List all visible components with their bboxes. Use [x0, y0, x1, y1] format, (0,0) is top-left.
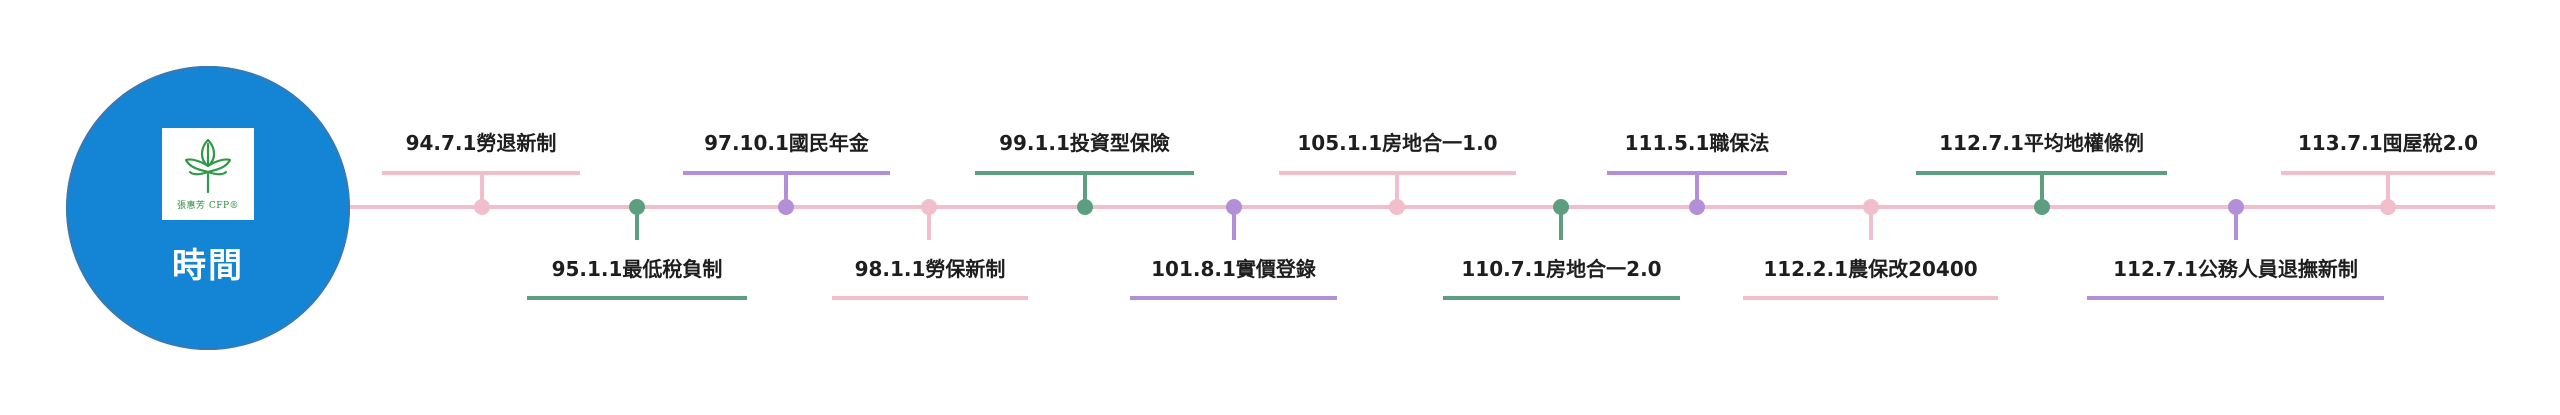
event-underline: [2087, 296, 2384, 300]
event-connector: [1695, 173, 1699, 207]
event-node: [629, 199, 645, 215]
event-connector: [2234, 207, 2238, 240]
event-connector: [2040, 173, 2044, 207]
event-label: 95.1.1最低稅負制: [551, 257, 723, 281]
event-connector: [1395, 173, 1399, 207]
timeline-hub: 張惠芳 CFP® 時間: [66, 66, 350, 350]
event-underline: [1130, 296, 1337, 300]
event-node: [921, 199, 937, 215]
event-connector: [480, 173, 484, 207]
event-node: [1389, 199, 1405, 215]
event-underline: [832, 296, 1028, 300]
event-label: 111.5.1職保法: [1624, 131, 1770, 155]
event-node: [2034, 199, 2050, 215]
event-label: 112.2.1農保改20400: [1763, 257, 1978, 281]
event-label: 97.10.1國民年金: [704, 131, 869, 155]
event-connector: [784, 173, 788, 207]
timeline-axis: [350, 205, 2495, 209]
event-node: [1553, 199, 1569, 215]
event-label: 112.7.1公務人員退撫新制: [2113, 257, 2358, 281]
event-connector: [1559, 207, 1563, 240]
event-node: [1863, 199, 1879, 215]
event-connector: [1869, 207, 1873, 240]
event-label: 113.7.1囤屋稅2.0: [2297, 131, 2479, 155]
event-connector: [1083, 173, 1087, 207]
event-node: [1689, 199, 1705, 215]
event-node: [1077, 199, 1093, 215]
event-underline: [1443, 296, 1680, 300]
event-node: [474, 199, 490, 215]
logo-text: 張惠芳 CFP®: [176, 201, 240, 211]
hub-title: 時間: [172, 246, 244, 286]
event-label: 112.7.1平均地權條例: [1939, 131, 2144, 155]
event-node: [2380, 199, 2396, 215]
event-label: 94.7.1勞退新制: [405, 131, 557, 155]
event-underline: [1743, 296, 1998, 300]
leaf-sprout-icon: [184, 138, 232, 194]
event-node: [1226, 199, 1242, 215]
event-underline: [527, 296, 747, 300]
event-label: 110.7.1房地合一2.0: [1461, 257, 1662, 281]
event-label: 98.1.1勞保新制: [854, 257, 1006, 281]
event-connector: [2386, 173, 2390, 207]
event-connector: [927, 207, 931, 240]
event-node: [2228, 199, 2244, 215]
logo: 張惠芳 CFP®: [162, 128, 254, 220]
event-node: [778, 199, 794, 215]
event-connector: [1232, 207, 1236, 240]
event-label: 99.1.1投資型保險: [999, 131, 1170, 155]
event-label: 105.1.1房地合一1.0: [1297, 131, 1498, 155]
event-label: 101.8.1實價登錄: [1151, 257, 1316, 281]
event-connector: [635, 207, 639, 240]
